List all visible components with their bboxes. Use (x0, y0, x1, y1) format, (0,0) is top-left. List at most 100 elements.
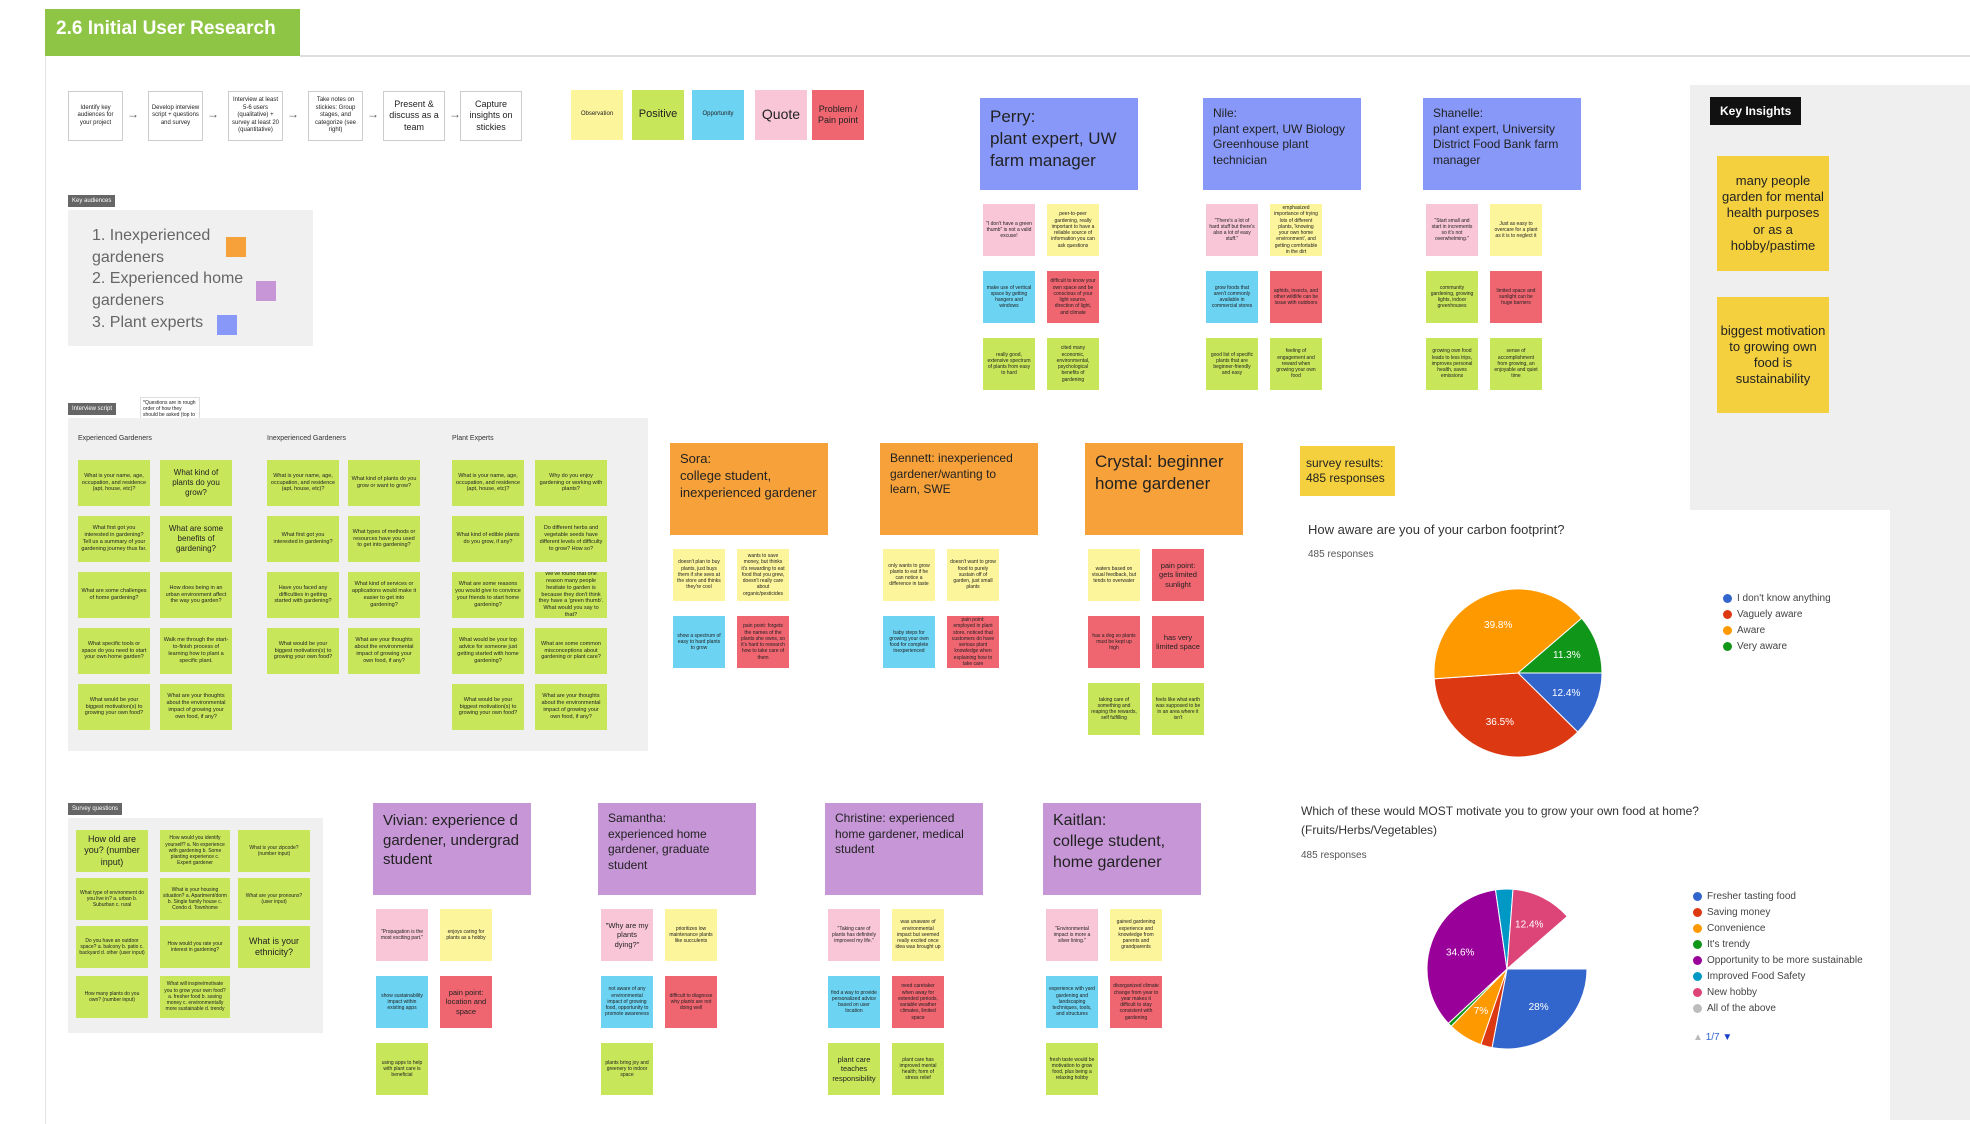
persona-card: Christine: experienced home gardener, me… (825, 803, 983, 895)
interview-question: What is your name, age, occupation, and … (267, 460, 339, 506)
research-note: feeling of engagement and reward when gr… (1270, 338, 1322, 390)
research-note: enjoys caring for plants as a hobby (440, 909, 492, 961)
persona-card: Kaitlan: college student, home gardener (1043, 803, 1201, 895)
survey-questions-tag: Survey questions (68, 803, 123, 815)
legend-label: New hobby (1707, 987, 1758, 998)
key-insights-tag: Key Insights (1710, 97, 1802, 125)
research-note: doesn't want to grow food to purely sust… (947, 549, 999, 601)
research-note: plant care has improved mental health; f… (892, 1043, 944, 1095)
research-note: cited many economic, environmental, psyc… (1047, 338, 1099, 390)
legend-dot-icon (1693, 908, 1702, 917)
legend-sticky: Observation (571, 90, 623, 140)
legend-label: Very aware (1737, 641, 1788, 652)
research-note: difficult to know your own space and be … (1047, 271, 1099, 323)
research-note: peer-to-peer gardening, really important… (1047, 204, 1099, 256)
interview-question: What specific tools or space do you need… (78, 628, 150, 674)
legend-label: Convenience (1707, 923, 1766, 934)
legend-label: All of the above (1707, 1003, 1776, 1014)
interview-question: How does being in an urban environment a… (160, 572, 232, 618)
legend-dot-icon (1723, 594, 1732, 603)
legend-pager[interactable]: ▲ 1/7 ▼ (1693, 1032, 1732, 1043)
legend-dot-icon (1693, 1004, 1702, 1013)
interview-question: What are your thoughts about the environ… (348, 628, 420, 674)
interview-question: What would be your biggest motivation(s)… (452, 684, 524, 730)
interview-question: What is your name, age, occupation, and … (78, 460, 150, 506)
persona-card: Vivian: experience d gardener, undergrad… (373, 803, 531, 895)
research-note: pain point: gets limited sunlight (1152, 549, 1204, 601)
research-note: Just as easy to overcare for a plant as … (1490, 204, 1542, 256)
survey-question: How would you rate your interest in gard… (160, 926, 230, 968)
legend-dot-icon (1693, 972, 1702, 981)
process-step: Capture insights on stickies (460, 91, 522, 141)
pie-slice-label: 39.8% (1484, 620, 1512, 631)
pie-slice (1516, 672, 1603, 733)
audience-swatch-purple (256, 281, 276, 301)
process-step: Present & discuss as a team (383, 91, 445, 141)
legend-sticky: Quote (755, 90, 807, 140)
triangle-down-icon[interactable]: ▼ (1722, 1032, 1733, 1043)
arrow-right-icon: → (287, 107, 299, 121)
research-note: find a way to provide personalized advic… (828, 976, 880, 1028)
legend-label: I don't know anything (1737, 593, 1831, 604)
research-note: has very limited space (1152, 616, 1204, 668)
survey-question: What type of environment do you live in?… (76, 878, 148, 920)
interview-question: What kind of plants do you grow? (160, 460, 232, 506)
research-note: fresh taste would be motivation to grow … (1046, 1043, 1098, 1095)
arrow-right-icon: → (367, 107, 379, 121)
key-audiences-tag: Key audiences (68, 195, 116, 207)
legend-item: It's trendy (1693, 939, 1750, 950)
interview-question: What are some common misconceptions abou… (535, 628, 607, 674)
legend-sticky: Positive (632, 90, 684, 140)
pie-slice-label: 7% (1474, 1006, 1489, 1017)
process-step: Take notes on stickies: Group stages, an… (308, 91, 363, 141)
key-audiences-panel (68, 210, 313, 346)
left-rule (45, 56, 46, 1124)
legend-dot-icon (1693, 988, 1702, 997)
interview-question: What would be your biggest motivation(s)… (267, 628, 339, 674)
motivation-pie: 28%7%34.6%12.4% (1426, 888, 1588, 1050)
legend-item: New hobby (1693, 987, 1757, 998)
interview-question: What kind of edible plants do you grow, … (452, 516, 524, 562)
legend-dot-icon (1693, 924, 1702, 933)
research-note: pain point: location and space (440, 976, 492, 1028)
legend-sticky: Problem / Pain point (812, 90, 864, 140)
research-note: wants to save money, but thinks it's rew… (737, 549, 789, 601)
legend-dot-icon (1723, 642, 1732, 651)
research-note: feels like what earth was supposed to be… (1152, 683, 1204, 735)
persona-card: Nile: plant expert, UW Biology Greenhous… (1203, 98, 1361, 190)
legend-dot-icon (1693, 940, 1702, 949)
interview-question: Walk me through the start-to-finish proc… (160, 628, 232, 674)
pie-slice (1426, 889, 1508, 1025)
arrow-right-icon: → (207, 107, 219, 121)
interview-question: Why do you enjoy gardening or working wi… (535, 460, 607, 506)
process-step: Develop interview script + questions and… (148, 91, 203, 141)
research-note: was unaware of environmental impact but … (892, 909, 944, 961)
chart-subtitle: 485 responses (1308, 549, 1374, 560)
research-note: disorganized climate change from year to… (1110, 976, 1162, 1028)
legend-label: Opportunity to be more sustainable (1707, 955, 1863, 966)
research-note: taking care of something and reaping the… (1088, 683, 1140, 735)
legend-item: Fresher tasting food (1693, 891, 1796, 902)
legend-item: Convenience (1693, 923, 1765, 934)
research-note: has a dog so plants must be kept up high (1088, 616, 1140, 668)
interview-question: Do different herbs and vegetable seeds h… (535, 516, 607, 562)
research-note: baby steps for growing your own food for… (883, 616, 935, 668)
survey-results-tag: survey results: 485 responses (1300, 446, 1395, 496)
research-note: need caretaker when away for extended pe… (892, 976, 944, 1028)
survey-question: What is your housing situation? a. Apart… (160, 878, 230, 920)
research-note: difficult to diagnose why plants are not… (665, 976, 717, 1028)
interview-question: What are some benefits of gardening? (160, 516, 232, 562)
interview-question: Have you faced any difficulties in getti… (267, 572, 339, 618)
research-note: experience with yard gardening and lands… (1046, 976, 1098, 1028)
interview-question: We've found that one reason many people … (535, 572, 607, 618)
research-note: waters based on visual feedback, but ten… (1088, 549, 1140, 601)
survey-question: Do you have an outdoor space? a. balcony… (76, 926, 148, 968)
pie-slice (1491, 968, 1588, 1050)
triangle-up-icon[interactable]: ▲ (1693, 1032, 1703, 1043)
legend-item: Improved Food Safety (1693, 971, 1805, 982)
persona-card: Crystal: beginner home gardener (1085, 443, 1243, 535)
interview-question: What kind of plants do you grow or want … (348, 460, 420, 506)
interview-question: What are your thoughts about the environ… (160, 684, 232, 730)
persona-card: Bennett: inexperienced gardener/wanting … (880, 443, 1038, 535)
interview-question: What types of methods or resources have … (348, 516, 420, 562)
